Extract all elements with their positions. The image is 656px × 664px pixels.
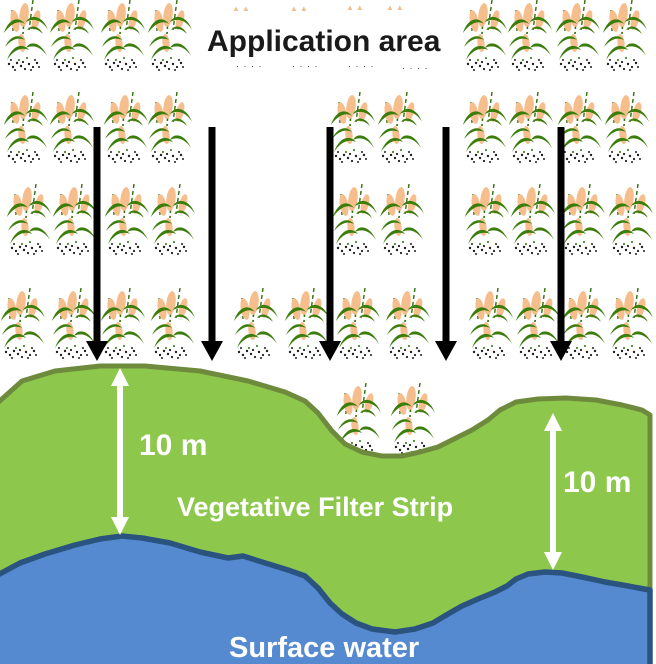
surface-water-shape xyxy=(0,533,653,664)
right-width-label: 10 m xyxy=(563,466,632,499)
down-arrow-icon xyxy=(435,127,457,361)
down-arrow-icon xyxy=(319,127,341,361)
application-area-label: Application area xyxy=(207,25,441,58)
double-headed-arrow-icon xyxy=(544,413,562,570)
double-headed-arrow-icon xyxy=(111,368,129,535)
clipart-artifact: ▲▲ xyxy=(346,3,366,12)
clipart-artifact: ▲▲ xyxy=(290,4,310,13)
clipart-artifact: ▲▲ xyxy=(386,3,406,12)
clipart-artifact: · · · · xyxy=(236,61,263,71)
clipart-artifact: · · · · xyxy=(402,63,429,73)
filter-strip-label: Vegetative Filter Strip xyxy=(177,492,454,522)
down-arrow-icon xyxy=(86,127,108,361)
down-arrow-icon xyxy=(550,127,572,361)
surface-water-label: Surface water xyxy=(229,632,420,664)
down-arrow-icon xyxy=(201,127,223,361)
clipart-artifact: ▲▲ xyxy=(232,4,252,13)
left-width-label: 10 m xyxy=(139,429,208,462)
clipart-artifact: · · · · xyxy=(348,61,375,71)
clipart-artifact: · · · · xyxy=(292,61,319,71)
